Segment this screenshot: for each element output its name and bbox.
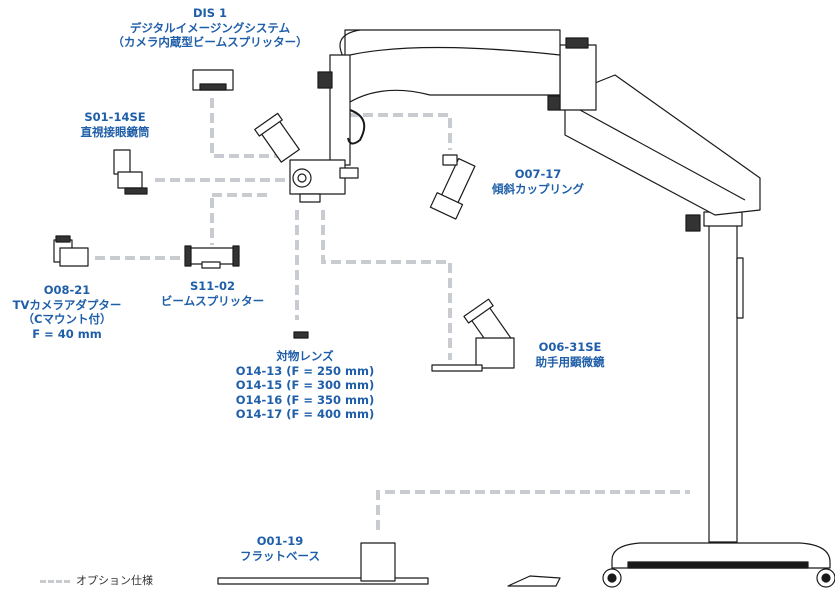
- legend-dash-swatch: [40, 579, 70, 583]
- s0114se-eyepiece: [113, 149, 131, 175]
- connector-o0631se: [321, 210, 452, 360]
- upper-arm: [344, 29, 561, 106]
- head-mount: [329, 54, 351, 166]
- objective-lens: [293, 331, 309, 339]
- stand-column: [708, 211, 738, 543]
- option-connector-lines: [95, 98, 690, 530]
- lower-arm: [564, 74, 761, 216]
- connector-dis1: [210, 98, 288, 158]
- line-art: [53, 29, 835, 588]
- column-bracket: [736, 257, 744, 319]
- foot-pedal: [507, 575, 561, 587]
- connector-o0119: [376, 490, 690, 530]
- legend-text: オプション仕様: [76, 574, 153, 587]
- legend: オプション仕様: [40, 572, 153, 588]
- o0119-flat-base: [217, 577, 429, 585]
- upper-joint: [559, 44, 597, 111]
- connector-o0717: [348, 113, 452, 150]
